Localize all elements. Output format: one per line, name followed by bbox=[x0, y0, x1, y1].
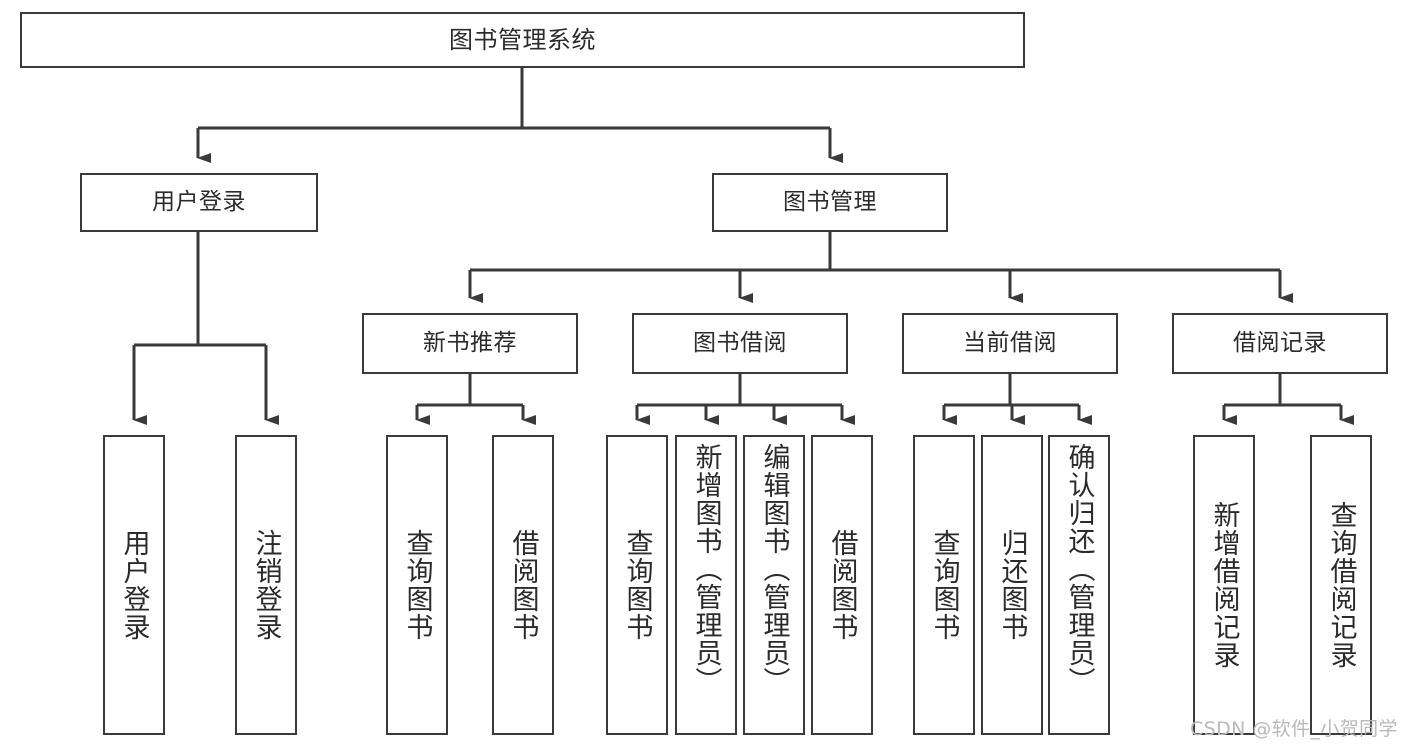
node-label: 编辑图书（管理员） bbox=[758, 443, 790, 695]
node-book-management[interactable]: 图书管理 bbox=[712, 173, 948, 232]
leaf-query-book-current[interactable]: 查询图书 bbox=[913, 435, 975, 735]
leaf-return-book[interactable]: 归还图书 bbox=[981, 435, 1043, 735]
node-label: 借阅图书 bbox=[507, 529, 539, 641]
node-book-borrow[interactable]: 图书借阅 bbox=[632, 313, 848, 374]
node-root-system[interactable]: 图书管理系统 bbox=[20, 12, 1025, 68]
node-current-borrow[interactable]: 当前借阅 bbox=[902, 313, 1118, 374]
leaf-borrow-book[interactable]: 借阅图书 bbox=[811, 435, 873, 735]
leaf-confirm-return-admin[interactable]: 确认归还（管理员） bbox=[1048, 435, 1110, 735]
node-label: 查询图书 bbox=[928, 529, 960, 641]
node-label: 用户登录 bbox=[118, 529, 150, 641]
node-label: 借阅记录 bbox=[1233, 329, 1327, 356]
leaf-query-borrow-record[interactable]: 查询借阅记录 bbox=[1310, 435, 1372, 735]
leaf-user-login[interactable]: 用户登录 bbox=[103, 435, 165, 735]
node-label: 当前借阅 bbox=[963, 329, 1057, 356]
node-label: 用户登录 bbox=[152, 188, 246, 215]
node-label: 图书借阅 bbox=[693, 329, 787, 356]
node-user-login[interactable]: 用户登录 bbox=[80, 173, 318, 232]
node-label: 新书推荐 bbox=[423, 329, 517, 356]
leaf-logout[interactable]: 注销登录 bbox=[235, 435, 297, 735]
leaf-edit-book-admin[interactable]: 编辑图书（管理员） bbox=[743, 435, 805, 735]
node-label: 查询借阅记录 bbox=[1325, 501, 1357, 669]
leaf-borrow-book-newbook[interactable]: 借阅图书 bbox=[492, 435, 554, 735]
leaf-query-book-borrow[interactable]: 查询图书 bbox=[606, 435, 668, 735]
node-label: 查询图书 bbox=[621, 529, 653, 641]
node-new-book-recommend[interactable]: 新书推荐 bbox=[362, 313, 578, 374]
node-label: 注销登录 bbox=[250, 529, 282, 641]
node-label: 归还图书 bbox=[996, 529, 1028, 641]
node-borrow-record[interactable]: 借阅记录 bbox=[1172, 313, 1388, 374]
node-label: 新增图书（管理员） bbox=[690, 443, 722, 695]
node-label: 借阅图书 bbox=[826, 529, 858, 641]
watermark-text: CSDN @软件_小贺同学 bbox=[1190, 718, 1398, 740]
leaf-add-book-admin[interactable]: 新增图书（管理员） bbox=[675, 435, 737, 735]
node-label: 图书管理系统 bbox=[449, 25, 596, 54]
leaf-add-borrow-record[interactable]: 新增借阅记录 bbox=[1193, 435, 1255, 735]
node-label: 新增借阅记录 bbox=[1208, 501, 1240, 669]
leaf-query-book-newbook[interactable]: 查询图书 bbox=[386, 435, 448, 735]
node-label: 图书管理 bbox=[783, 188, 877, 215]
node-label: 查询图书 bbox=[401, 529, 433, 641]
node-label: 确认归还（管理员） bbox=[1063, 443, 1095, 695]
